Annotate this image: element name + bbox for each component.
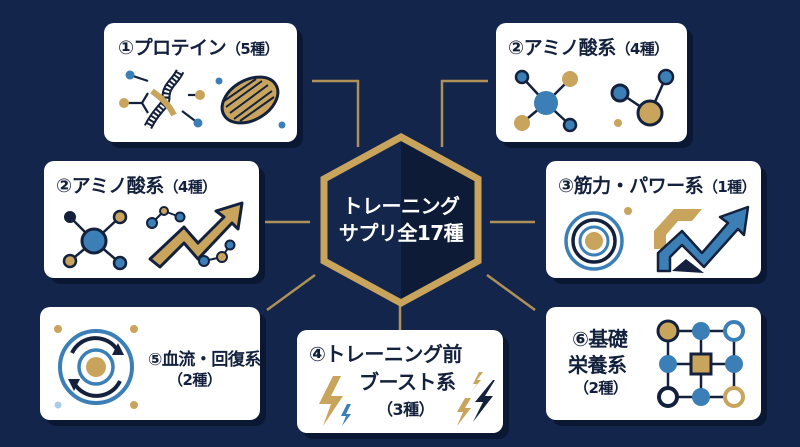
- circulation-icon: [54, 325, 138, 409]
- grid-network-icon: [656, 319, 745, 408]
- card-count: （4種）: [615, 41, 669, 58]
- card-title-line2: ブースト系: [359, 370, 456, 394]
- card-title: ②アミノ酸系: [508, 37, 616, 59]
- dna-icon: [119, 69, 205, 130]
- card-amino-acids-left[interactable]: ②アミノ酸系（4種）: [44, 161, 259, 278]
- molecule-icon: [62, 209, 128, 271]
- card-count: （2種）: [168, 371, 222, 389]
- muscle-icon: [215, 75, 286, 129]
- card-count: （4種）: [163, 179, 217, 196]
- hexagon-shape: [320, 133, 482, 307]
- growth-arrow-icon: [146, 201, 244, 269]
- center-hexagon: トレーニング サプリ全17種: [316, 131, 486, 309]
- center-title-line1: トレーニング: [342, 194, 461, 218]
- lightning-icon: [319, 376, 351, 426]
- card-title-line2: 栄養系: [568, 353, 627, 377]
- card-title: ①プロテイン: [118, 37, 227, 59]
- card-title-line1: ⑥基礎: [572, 327, 628, 351]
- card-count: （3種）: [377, 400, 435, 419]
- card-title: ③筋力・パワー系: [558, 175, 704, 197]
- card-title: ⑤血流・回復系: [148, 350, 261, 370]
- molecule-icon: [514, 69, 578, 133]
- lightning-icon: [457, 372, 495, 426]
- molecule-icon: [610, 68, 675, 127]
- card-amino-acids-top[interactable]: ②アミノ酸系（4種）: [496, 23, 687, 142]
- power-arrow-icon: [654, 205, 750, 273]
- card-count: （2種）: [574, 379, 628, 397]
- card-protein[interactable]: ①プロテイン（5種）: [104, 23, 297, 142]
- card-title: ②アミノ酸系: [56, 175, 164, 197]
- card-circulation-recovery[interactable]: ⑤血流・回復系 （2種）: [40, 307, 261, 420]
- card-basic-nutrition[interactable]: ⑥基礎 栄養系 （2種）: [546, 307, 761, 420]
- card-title-line1: ④トレーニング前: [309, 342, 462, 366]
- center-title-line2: サプリ全17種: [338, 221, 464, 245]
- card-count: （1種）: [703, 179, 756, 196]
- card-pre-workout-boost[interactable]: ④トレーニング前 ブースト系 （3種）: [297, 330, 503, 433]
- card-count: （5種）: [226, 41, 279, 58]
- target-icon: [564, 207, 632, 271]
- card-strength-power[interactable]: ③筋力・パワー系（1種）: [546, 161, 761, 278]
